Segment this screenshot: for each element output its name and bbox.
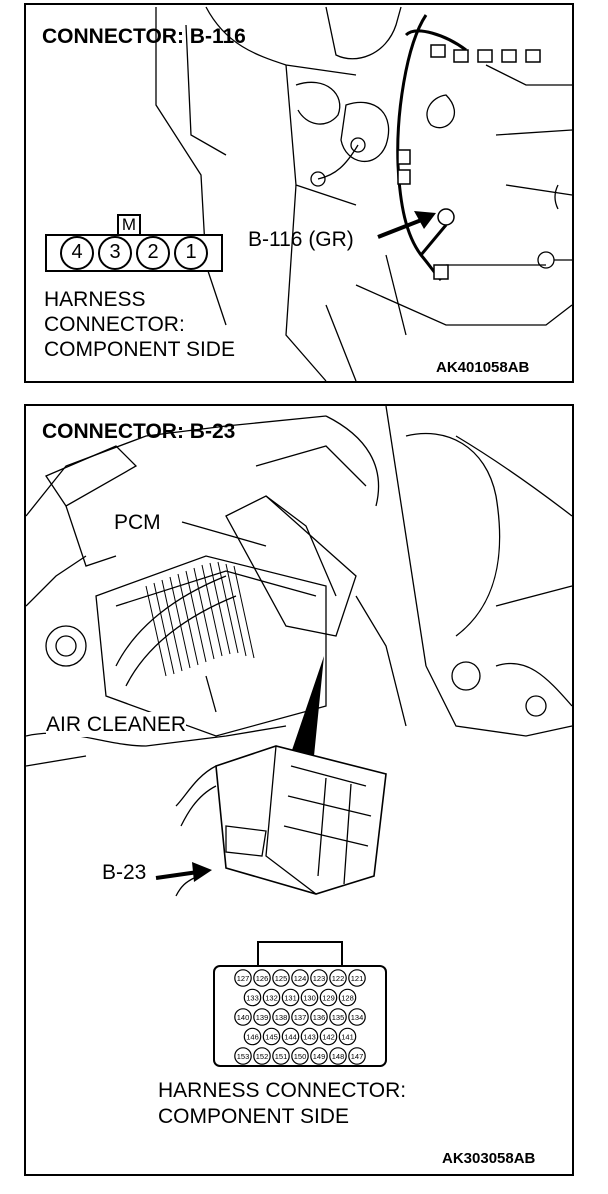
pin-125-socket	[272, 969, 290, 987]
pin-128-socket	[338, 988, 357, 1007]
pcm-label: PCM	[114, 510, 161, 535]
connector-b23-title: CONNECTOR: B-23	[42, 420, 236, 443]
pin-127-socket	[234, 969, 252, 987]
pin-134-socket	[348, 1008, 366, 1026]
pin-129-socket	[319, 988, 338, 1007]
pin-134-label: 134	[351, 1013, 364, 1022]
pin-126-socket	[253, 969, 271, 987]
pin-138-socket	[272, 1008, 290, 1026]
pin-136-label: 136	[313, 1013, 326, 1022]
pin-131-socket	[281, 988, 300, 1007]
pin-3-label: 3	[109, 241, 121, 263]
b23-pin-grid: 127 126 125 124 123 122 121 133 132 131 130 129 128 1…	[234, 969, 366, 1065]
pin-153-label: 153	[237, 1052, 250, 1061]
caption-line-2: CONNECTOR:	[44, 313, 185, 336]
pin-135-label: 135	[332, 1013, 345, 1022]
pin-139-socket	[253, 1008, 271, 1026]
pin-148-socket	[329, 1047, 347, 1065]
pin-121-socket	[348, 969, 366, 987]
pin-150-socket	[291, 1047, 309, 1065]
figure-code: AK303058AB	[442, 1150, 536, 1167]
caption-line-1: HARNESS CONNECTOR:	[158, 1079, 407, 1102]
pin-142-label: 142	[322, 1032, 335, 1041]
pin-4-label: 4	[71, 241, 83, 263]
pin-139-label: 139	[256, 1013, 269, 1022]
pin-137-socket	[291, 1008, 309, 1026]
pin-123-label: 123	[313, 974, 326, 983]
pin-132-label: 132	[265, 993, 278, 1002]
connector-b116-id: B-116 (GR)	[248, 228, 354, 251]
pin-137-label: 137	[294, 1013, 307, 1022]
pin-121-label: 121	[351, 974, 364, 983]
pin-144-label: 144	[284, 1032, 297, 1041]
pin-130-label: 130	[303, 993, 316, 1002]
pin-151-label: 151	[275, 1052, 288, 1061]
pin-140-label: 140	[237, 1013, 250, 1022]
pin-135-socket	[329, 1008, 347, 1026]
pin-130-socket	[300, 988, 319, 1007]
pin-124-label: 124	[294, 974, 307, 983]
key-marker: M	[121, 215, 137, 234]
pin-133-label: 133	[246, 993, 259, 1002]
pin-124-socket	[291, 969, 309, 987]
pin-1-label: 1	[185, 241, 197, 263]
pin-142-socket	[319, 1027, 338, 1046]
pin-133-socket	[243, 988, 262, 1007]
pin-129-label: 129	[322, 993, 335, 1002]
pin-143-label: 143	[303, 1032, 316, 1041]
pin-150-label: 150	[294, 1052, 307, 1061]
pin-138-label: 138	[275, 1013, 288, 1022]
pin-141-label: 141	[341, 1032, 354, 1041]
pin-152-label: 152	[256, 1052, 269, 1061]
pin-140-socket	[234, 1008, 252, 1026]
pin-145-label: 145	[265, 1032, 278, 1041]
pin-145-socket	[262, 1027, 281, 1046]
pin-126-label: 126	[256, 974, 269, 983]
pin-141-socket	[338, 1027, 357, 1046]
pin-147-label: 147	[351, 1052, 364, 1061]
pin-146-label: 146	[246, 1032, 259, 1041]
pin-144-socket	[281, 1027, 300, 1046]
engine-bay-illustration-top	[45, 6, 573, 382]
pin-148-label: 148	[332, 1052, 345, 1061]
caption-line-2: COMPONENT SIDE	[158, 1105, 349, 1128]
connector-b23-panel: 127 126 125 124 123 122 121 133 132 131 130 129 128 1…	[24, 404, 574, 1176]
pin-136-socket	[310, 1008, 328, 1026]
pin-125-label: 125	[275, 974, 288, 983]
pin-131-label: 131	[284, 993, 297, 1002]
air-cleaner-label: AIR CLEANER	[46, 712, 187, 737]
pin-127-label: 127	[237, 974, 250, 983]
pin-146-socket	[243, 1027, 262, 1046]
pin-143-socket	[300, 1027, 319, 1046]
pin-132-socket	[262, 988, 281, 1007]
pin-149-label: 149	[313, 1052, 326, 1061]
pin-151-socket	[272, 1047, 290, 1065]
pin-153-socket	[234, 1047, 252, 1065]
b23-connector-label: B-23	[102, 861, 147, 884]
connector-b116-panel: CONNECTOR: B-116 M 4 3 2 1 B-116 (GR) HA…	[24, 3, 574, 383]
pin-149-socket	[310, 1047, 328, 1065]
engine-bay-illustration-bottom: 127 126 125 124 123 122 121 133 132 131 130 129 128 1…	[26, 406, 573, 1067]
connector-b116-title: CONNECTOR: B-116	[42, 25, 246, 48]
pin-2-label: 2	[147, 241, 159, 263]
caption-line-1: HARNESS	[44, 288, 146, 311]
pin-152-socket	[253, 1047, 271, 1065]
caption-line-3: COMPONENT SIDE	[44, 338, 235, 361]
pin-128-label: 128	[341, 993, 354, 1002]
pin-147-socket	[348, 1047, 366, 1065]
pin-123-socket	[310, 969, 328, 987]
pin-122-label: 122	[332, 974, 345, 983]
pin-122-socket	[329, 969, 347, 987]
figure-code: AK401058AB	[436, 359, 530, 376]
